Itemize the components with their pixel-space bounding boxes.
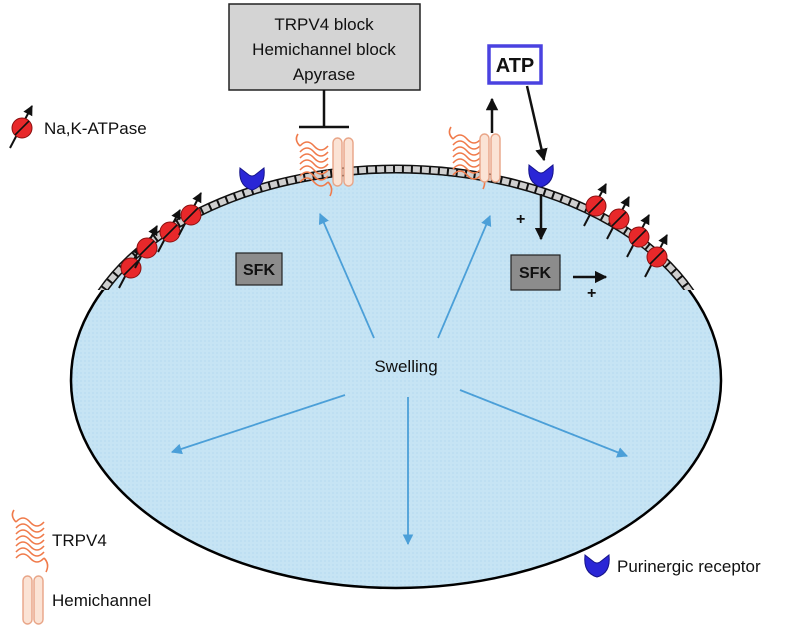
plus-sign-receptor: + [516, 211, 525, 228]
atp-to-receptor-arrow [525, 85, 548, 162]
swelling-label: Swelling [374, 357, 437, 376]
block-line-trpv4: TRPV4 block [274, 15, 374, 34]
sfk-label-right: SFK [519, 265, 551, 282]
legend-pump-icon [10, 106, 32, 148]
purinergic-receptor-right [528, 164, 554, 188]
sfk-box-right: SFK [510, 254, 561, 291]
block-line-hemichannel: Hemichannel block [252, 40, 396, 59]
legend-label-na-k-atpase: Na,K-ATPase [44, 119, 147, 138]
legend-receptor-icon [584, 554, 610, 578]
swelling-arrows [170, 213, 629, 546]
block-box: TRPV4 block Hemichannel block Apyrase [228, 3, 421, 91]
atp-box: ATP [487, 44, 543, 85]
plus-sign-sfk: + [587, 285, 596, 302]
legend-label-purinergic: Purinergic receptor [617, 557, 761, 576]
sfk-box-left: SFK [235, 252, 283, 286]
sfk-label-left: SFK [243, 262, 275, 279]
cell-membrane [97, 164, 695, 290]
legend-label-hemichannel: Hemichannel [52, 591, 151, 610]
legend-trpv4-icon [11, 509, 49, 573]
legend-label-trpv4: TRPV4 [52, 531, 107, 550]
inhibition-bar [299, 90, 349, 129]
block-line-apyrase: Apyrase [293, 65, 355, 84]
legend-hemichannel-icon [22, 575, 44, 625]
atp-label: ATP [496, 55, 535, 77]
